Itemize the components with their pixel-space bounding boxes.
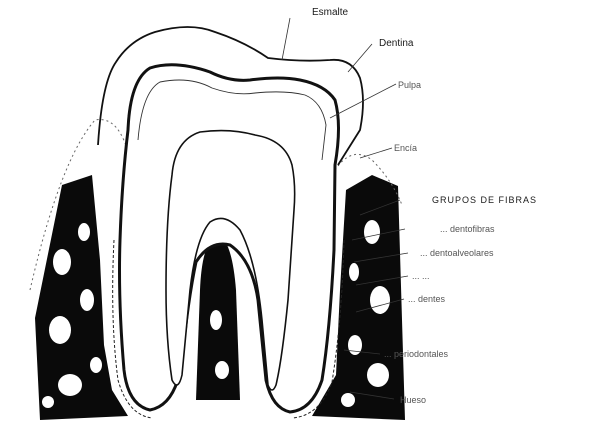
label-pulpa: Pulpa	[398, 79, 421, 91]
bone-space	[53, 249, 71, 275]
bone-space	[341, 393, 355, 407]
label-fibra-1: ... dentofibras	[440, 223, 495, 235]
bone-space	[78, 223, 90, 241]
bone-space	[210, 310, 222, 330]
bone-space	[349, 263, 359, 281]
bone-space	[370, 286, 390, 314]
bone-space	[215, 361, 229, 379]
label-grupos-de-fibras: GRUPOS DE FIBRAS	[432, 194, 537, 206]
bone-space	[58, 374, 82, 396]
bone-space	[367, 363, 389, 387]
label-periodontal: ... periodontales	[384, 348, 448, 360]
label-fibra-2: ... dentoalveolares	[420, 247, 494, 259]
bone-space	[364, 220, 380, 244]
label-encia: Encía	[394, 142, 417, 154]
leader-encia	[360, 148, 392, 158]
bone-space	[80, 289, 94, 311]
label-hueso: Hueso	[400, 394, 426, 406]
leader-esmalte	[282, 18, 290, 60]
label-fibra-4: ... dentes	[408, 293, 445, 305]
bone-space	[90, 357, 102, 373]
label-esmalte: Esmalte	[312, 7, 348, 19]
bone-space	[49, 316, 71, 344]
leader-dentina	[348, 44, 372, 72]
label-dentina: Dentina	[379, 38, 413, 50]
bone-space	[42, 396, 54, 408]
label-fibra-3: ... ...	[412, 270, 430, 282]
